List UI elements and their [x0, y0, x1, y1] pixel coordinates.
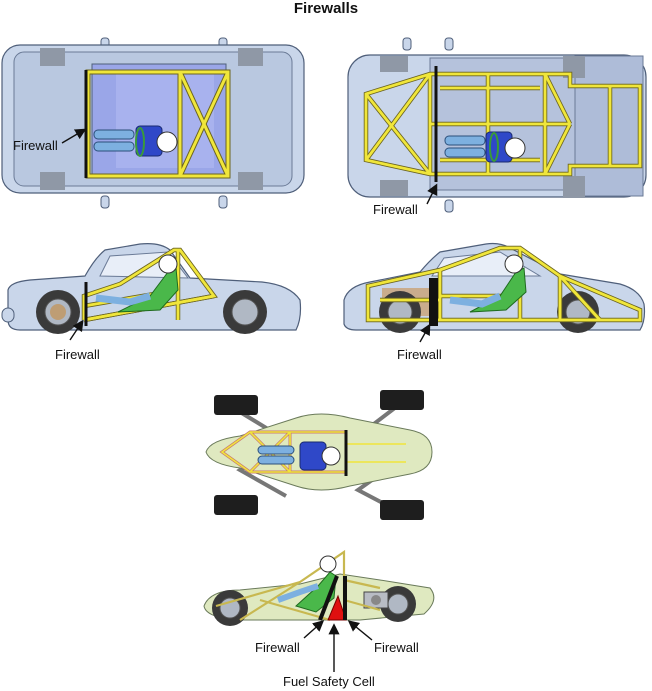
firewall-label-formula-left: Firewall — [255, 640, 300, 655]
wheel — [238, 48, 263, 66]
sedan-side-view — [1, 243, 302, 334]
driver — [95, 254, 179, 313]
firewall-bar — [429, 278, 438, 326]
wheel — [380, 180, 408, 196]
firewall-arrow — [426, 183, 438, 205]
wheel — [238, 172, 263, 190]
driver — [257, 441, 341, 471]
mirror — [444, 37, 454, 51]
firewall-label-formula-right: Firewall — [374, 640, 419, 655]
formula-side-view — [203, 549, 435, 626]
mirror — [100, 195, 110, 209]
firewall-label-side-left: Firewall — [55, 347, 100, 362]
firewall-arrow — [419, 323, 431, 343]
racecar-top-view — [347, 37, 647, 213]
formula-top-view — [205, 390, 433, 520]
driver — [444, 131, 526, 163]
firewall-arrow — [303, 620, 325, 639]
firewall-label-top-left: Firewall — [13, 138, 58, 153]
racecar-side-view — [343, 242, 646, 333]
engine — [363, 591, 389, 609]
tire — [380, 500, 424, 520]
mirror — [444, 199, 454, 213]
tire — [214, 395, 258, 415]
wheel — [40, 172, 65, 190]
mirror — [402, 37, 412, 51]
sedan-top-view — [1, 37, 305, 209]
mirror — [218, 195, 228, 209]
firewall-bar — [318, 575, 339, 621]
fuel-safety-cell-label: Fuel Safety Cell — [283, 674, 375, 689]
helmet — [504, 254, 524, 274]
fuel-safety-cell — [327, 594, 347, 621]
tire — [380, 390, 424, 410]
wheel — [563, 176, 585, 198]
firewall-arrow — [69, 319, 84, 341]
driver — [93, 125, 178, 157]
firewall-label-side-right: Firewall — [397, 347, 442, 362]
helmet — [504, 137, 526, 159]
tire — [214, 495, 258, 515]
driver — [449, 254, 527, 313]
helmet — [158, 254, 178, 274]
helmet — [321, 446, 341, 466]
wheel — [40, 48, 65, 66]
helmet — [156, 131, 178, 153]
firewall-arrow — [61, 128, 87, 144]
diagram-title: Firewalls — [293, 0, 359, 17]
firewall-arrow — [347, 620, 373, 641]
firewall-label-top-right: Firewall — [373, 202, 418, 217]
wheel — [380, 56, 408, 72]
helmet — [319, 555, 337, 573]
